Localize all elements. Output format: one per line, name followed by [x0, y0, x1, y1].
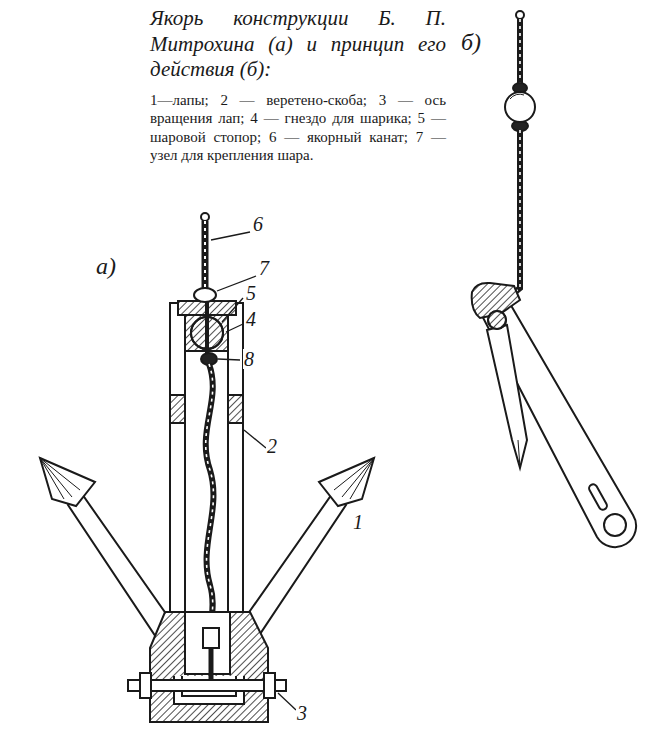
fluke-arms [68, 494, 176, 640]
fluke-arm [487, 325, 527, 468]
callout-number: 2 [266, 436, 278, 456]
hub [150, 612, 268, 722]
anchor-rope [516, 11, 524, 19]
hub [150, 612, 268, 722]
anchor-rope [519, 19, 521, 92]
fluke-arms [334, 458, 374, 490]
hub [185, 612, 230, 674]
callout-number: 4 [245, 309, 257, 329]
shank-bars [170, 303, 243, 638]
anchor-rope [517, 19, 523, 92]
anchor-rope [508, 130, 520, 298]
anchor-rope [204, 221, 206, 292]
leader-lines [278, 693, 296, 710]
axis-pin [128, 673, 286, 698]
anchor-rope [202, 221, 209, 292]
leader-lines [226, 324, 243, 332]
lower-knot [201, 353, 217, 365]
leader-lines [218, 359, 240, 360]
ball-knot [194, 288, 216, 302]
fluke-arms [238, 494, 346, 640]
anchor-rope [505, 11, 535, 298]
leader-lines [244, 430, 266, 448]
shank-bars [170, 395, 185, 423]
callout-number: 6 [252, 214, 264, 234]
anchor-rope [508, 130, 520, 298]
fluke-arm [487, 325, 527, 468]
fluke-arms [40, 458, 95, 506]
shank-plate [478, 295, 636, 547]
fluke-arms [319, 458, 374, 506]
inner-rope [203, 628, 219, 648]
anchor-rope [201, 213, 209, 292]
hub [203, 628, 219, 648]
ball-socket [178, 300, 236, 355]
anchor-rope [201, 213, 209, 221]
view-letter: б) [460, 30, 482, 54]
anchor-head [488, 311, 506, 329]
callout-number: 5 [245, 283, 257, 303]
view-letter: а) [95, 254, 117, 278]
ball-socket [205, 300, 209, 355]
figure-caption: 1—лапы; 2 — веретено-скоба; 3 — ось вращ… [150, 91, 446, 164]
axis-pin [264, 673, 275, 698]
callout-number: 3 [296, 703, 308, 723]
shank-bars [228, 303, 243, 638]
fluke-arms [350, 458, 374, 499]
anchor-b [472, 11, 636, 547]
anchor-head [488, 311, 506, 329]
shank-plate [604, 514, 626, 536]
callout-number: 1 [352, 512, 364, 532]
inner-rope [206, 364, 214, 630]
anchor-head [472, 283, 520, 329]
shank-plate [478, 295, 636, 547]
fluke-arms [40, 458, 64, 499]
figure-title: Якорь конструкции Б. П. Митрохина (а) и … [150, 6, 446, 83]
hub [209, 648, 214, 680]
callout-number: 8 [243, 349, 255, 369]
inner-rope [203, 364, 219, 648]
inner-rope [206, 364, 214, 630]
shank-bars [170, 303, 185, 638]
anchor-a [40, 213, 374, 722]
shank-plate [588, 483, 609, 511]
anchor-rope [510, 94, 524, 99]
axis-pin [140, 673, 151, 698]
shank-bars [228, 395, 243, 423]
fluke-arms [40, 458, 72, 497]
fluke-arm [518, 440, 520, 468]
leader-lines [211, 232, 250, 240]
leader-lines [222, 298, 243, 322]
fluke-arms [342, 458, 374, 497]
anchor-rope [505, 92, 535, 122]
leader-lines [211, 232, 296, 710]
callout-number: 7 [258, 258, 270, 278]
fluke-arms [40, 458, 80, 490]
